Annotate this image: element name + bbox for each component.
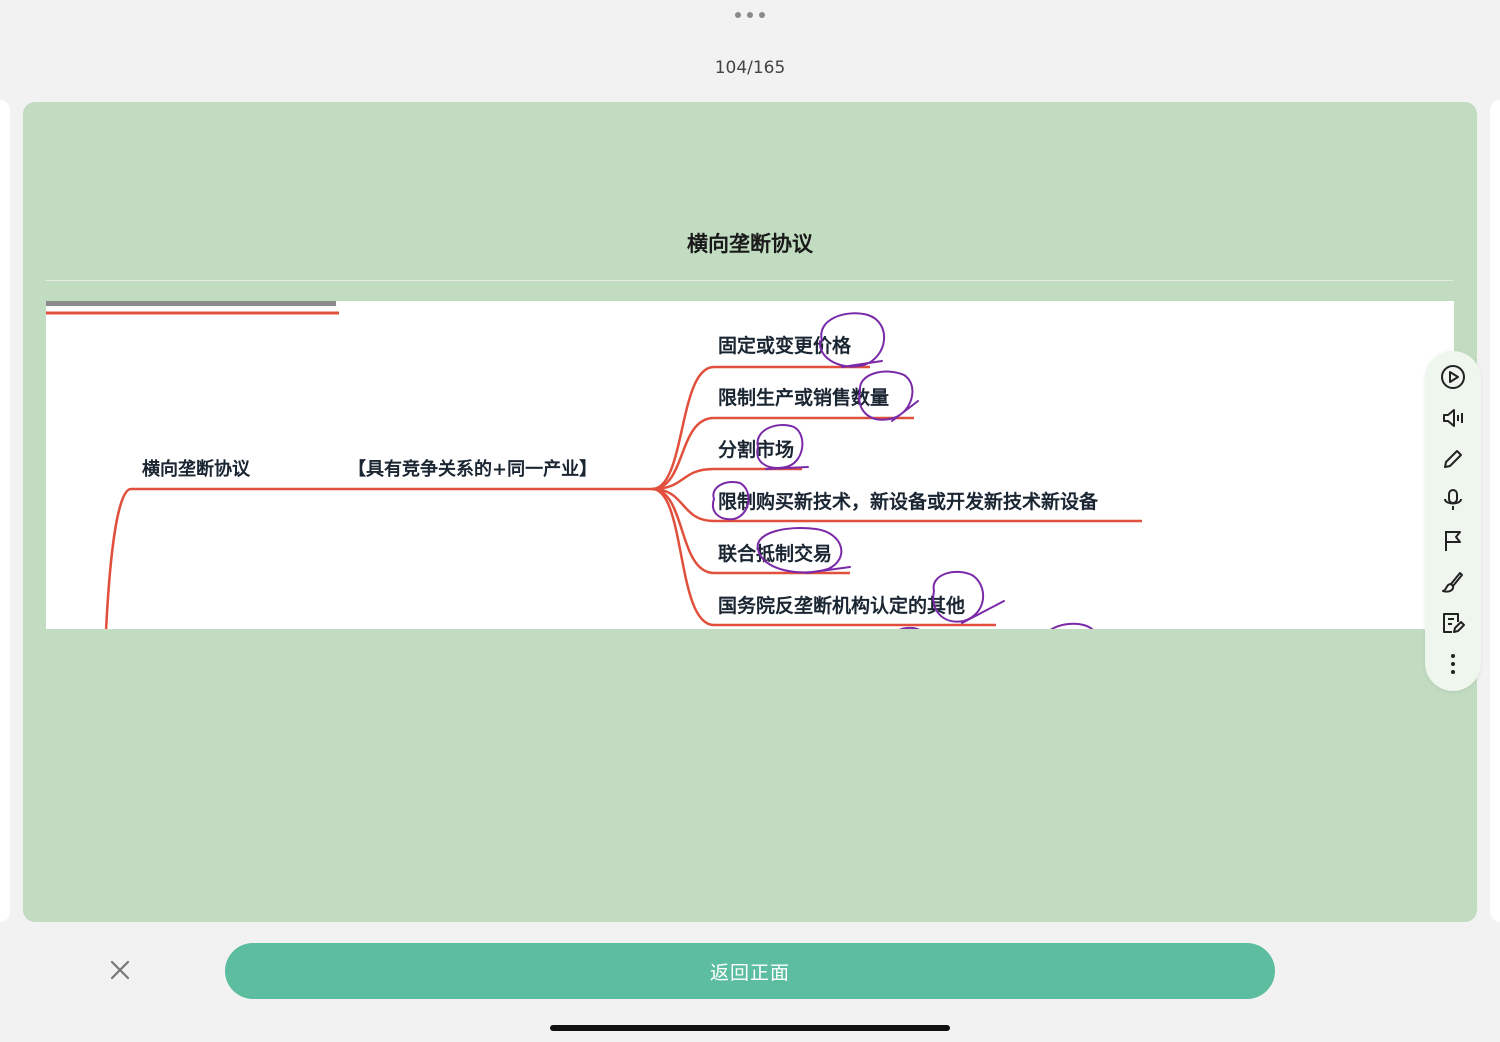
right-toolbar [1425, 351, 1481, 691]
flashcard-back: 横向垄断协议 横向垄断协议 【具有竞争关系的+同一产业】 固定或变更价格 限制生… [23, 102, 1477, 922]
pencil-icon[interactable] [1439, 445, 1467, 473]
brush-icon[interactable] [1439, 568, 1467, 596]
cropped-text-fragment [46, 301, 336, 306]
microphone-icon[interactable] [1439, 486, 1467, 514]
branch-label-5: 联合抵制交易 [718, 542, 832, 565]
handwritten-annotations [712, 312, 1094, 629]
root-node-label: 横向垄断协议 [142, 458, 251, 480]
more-icon[interactable] [1439, 650, 1467, 678]
speaker-icon[interactable] [1439, 404, 1467, 432]
close-icon[interactable] [106, 956, 134, 984]
branch-label-6: 国务院反垄断机构认定的其他 [718, 594, 965, 617]
root-branch-line [104, 487, 654, 629]
page-counter: 104/165 [714, 58, 786, 78]
qualifier-label: 【具有竞争关系的+同一产业】 [348, 458, 597, 480]
branch-line-4 [651, 487, 1142, 523]
branch-label-1: 固定或变更价格 [718, 334, 852, 357]
mindmap-image: 横向垄断协议 【具有竞争关系的+同一产业】 固定或变更价格 限制生产或销售数量 … [46, 301, 1454, 629]
branch-label-2: 限制生产或销售数量 [718, 386, 889, 409]
play-icon[interactable] [1439, 363, 1467, 391]
card-divider [45, 280, 1453, 281]
branch-line-1 [651, 365, 870, 491]
branch-label-4: 限制购买新技术，新设备或开发新技术新设备 [718, 490, 1099, 513]
flag-icon[interactable] [1439, 527, 1467, 555]
branch-line-2 [651, 416, 914, 491]
prev-card-peek[interactable] [0, 100, 10, 922]
card-title: 横向垄断协议 [687, 232, 813, 256]
next-card-peek[interactable] [1490, 100, 1500, 922]
branch-label-3: 分割市场 [718, 438, 794, 461]
drag-handle-dots[interactable] [735, 10, 765, 20]
home-indicator[interactable] [550, 1025, 950, 1031]
note-edit-icon[interactable] [1439, 609, 1467, 637]
back-to-front-button[interactable]: 返回正面 [225, 943, 1275, 999]
branch-line-6 [651, 487, 996, 627]
branch-line-5 [651, 487, 850, 575]
branch-line-3 [651, 467, 802, 491]
